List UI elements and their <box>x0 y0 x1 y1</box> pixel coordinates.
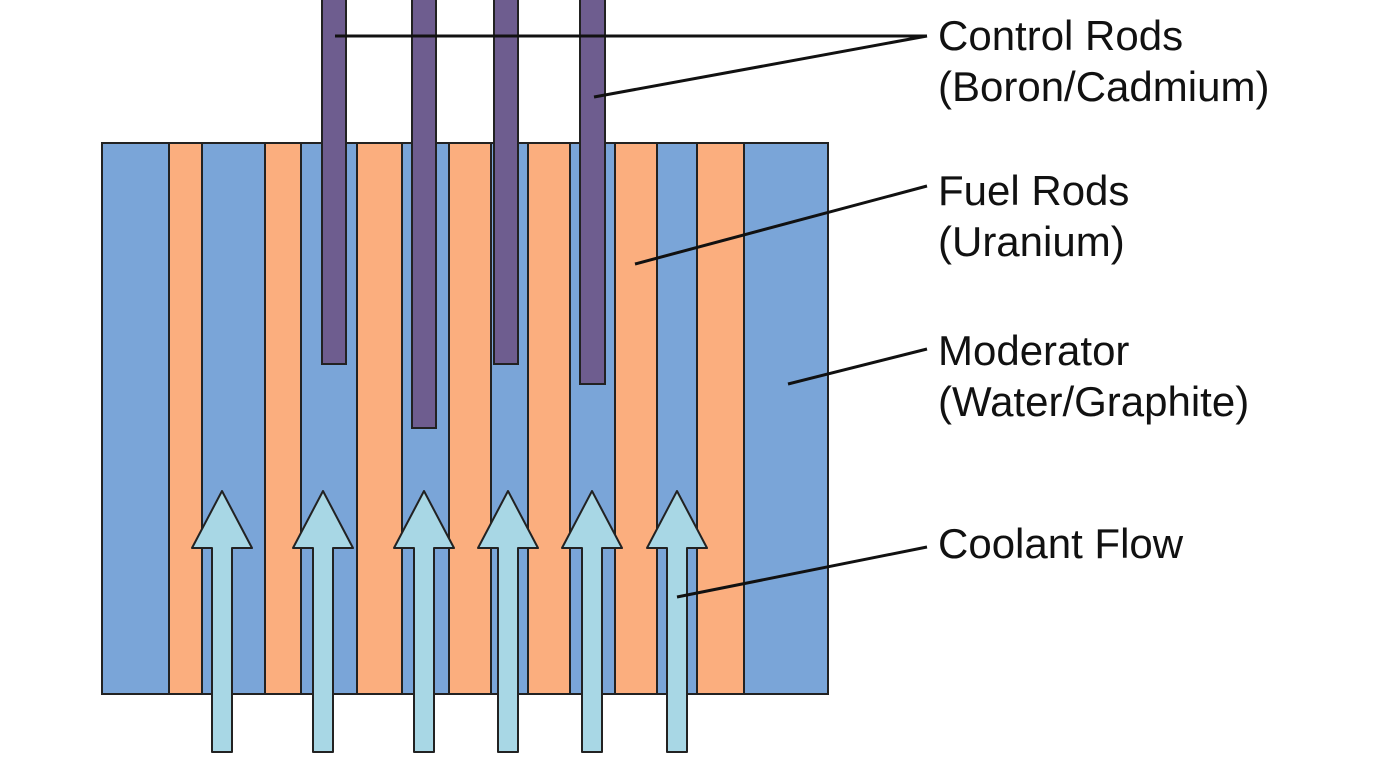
coolant-arrow <box>477 490 539 753</box>
control-rod <box>579 0 606 385</box>
control-rod <box>321 0 347 365</box>
coolant-arrow <box>191 490 253 753</box>
coolant-flow-label: Coolant Flow <box>938 520 1184 567</box>
fuel-rod <box>448 142 492 695</box>
moderator-leader <box>787 347 928 386</box>
fuel-rods <box>168 142 745 695</box>
coolant-arrow <box>561 490 623 753</box>
fuel-rod <box>168 142 203 695</box>
control-rods-leader <box>593 34 928 99</box>
labels: Control Rods (Boron/Cadmium) Fuel Rods (… <box>938 12 1269 567</box>
control-rod <box>493 0 519 365</box>
fuel-rod <box>356 142 403 695</box>
control-rod <box>411 0 437 429</box>
fuel-rod <box>696 142 745 695</box>
fuel-rod <box>614 142 658 695</box>
coolant-arrow <box>292 490 354 753</box>
coolant-arrow <box>393 490 455 753</box>
fuel-rods-leader <box>634 184 928 266</box>
reactor-core <box>101 0 829 753</box>
coolant-arrows <box>191 490 708 753</box>
control-rods-label: Control Rods <box>938 12 1183 59</box>
fuel-rod <box>264 142 302 695</box>
leader-lines <box>335 34 928 599</box>
moderator-label: Moderator <box>938 327 1129 374</box>
fuel-rods-label: Fuel Rods <box>938 167 1129 214</box>
control-rods <box>321 0 606 429</box>
coolant-leader <box>676 545 928 599</box>
control-rods-sublabel: (Boron/Cadmium) <box>938 63 1269 110</box>
fuel-rod <box>527 142 571 695</box>
moderator-sublabel: (Water/Graphite) <box>938 378 1249 425</box>
coolant-arrow <box>646 490 708 753</box>
fuel-rods-sublabel: (Uranium) <box>938 218 1125 265</box>
